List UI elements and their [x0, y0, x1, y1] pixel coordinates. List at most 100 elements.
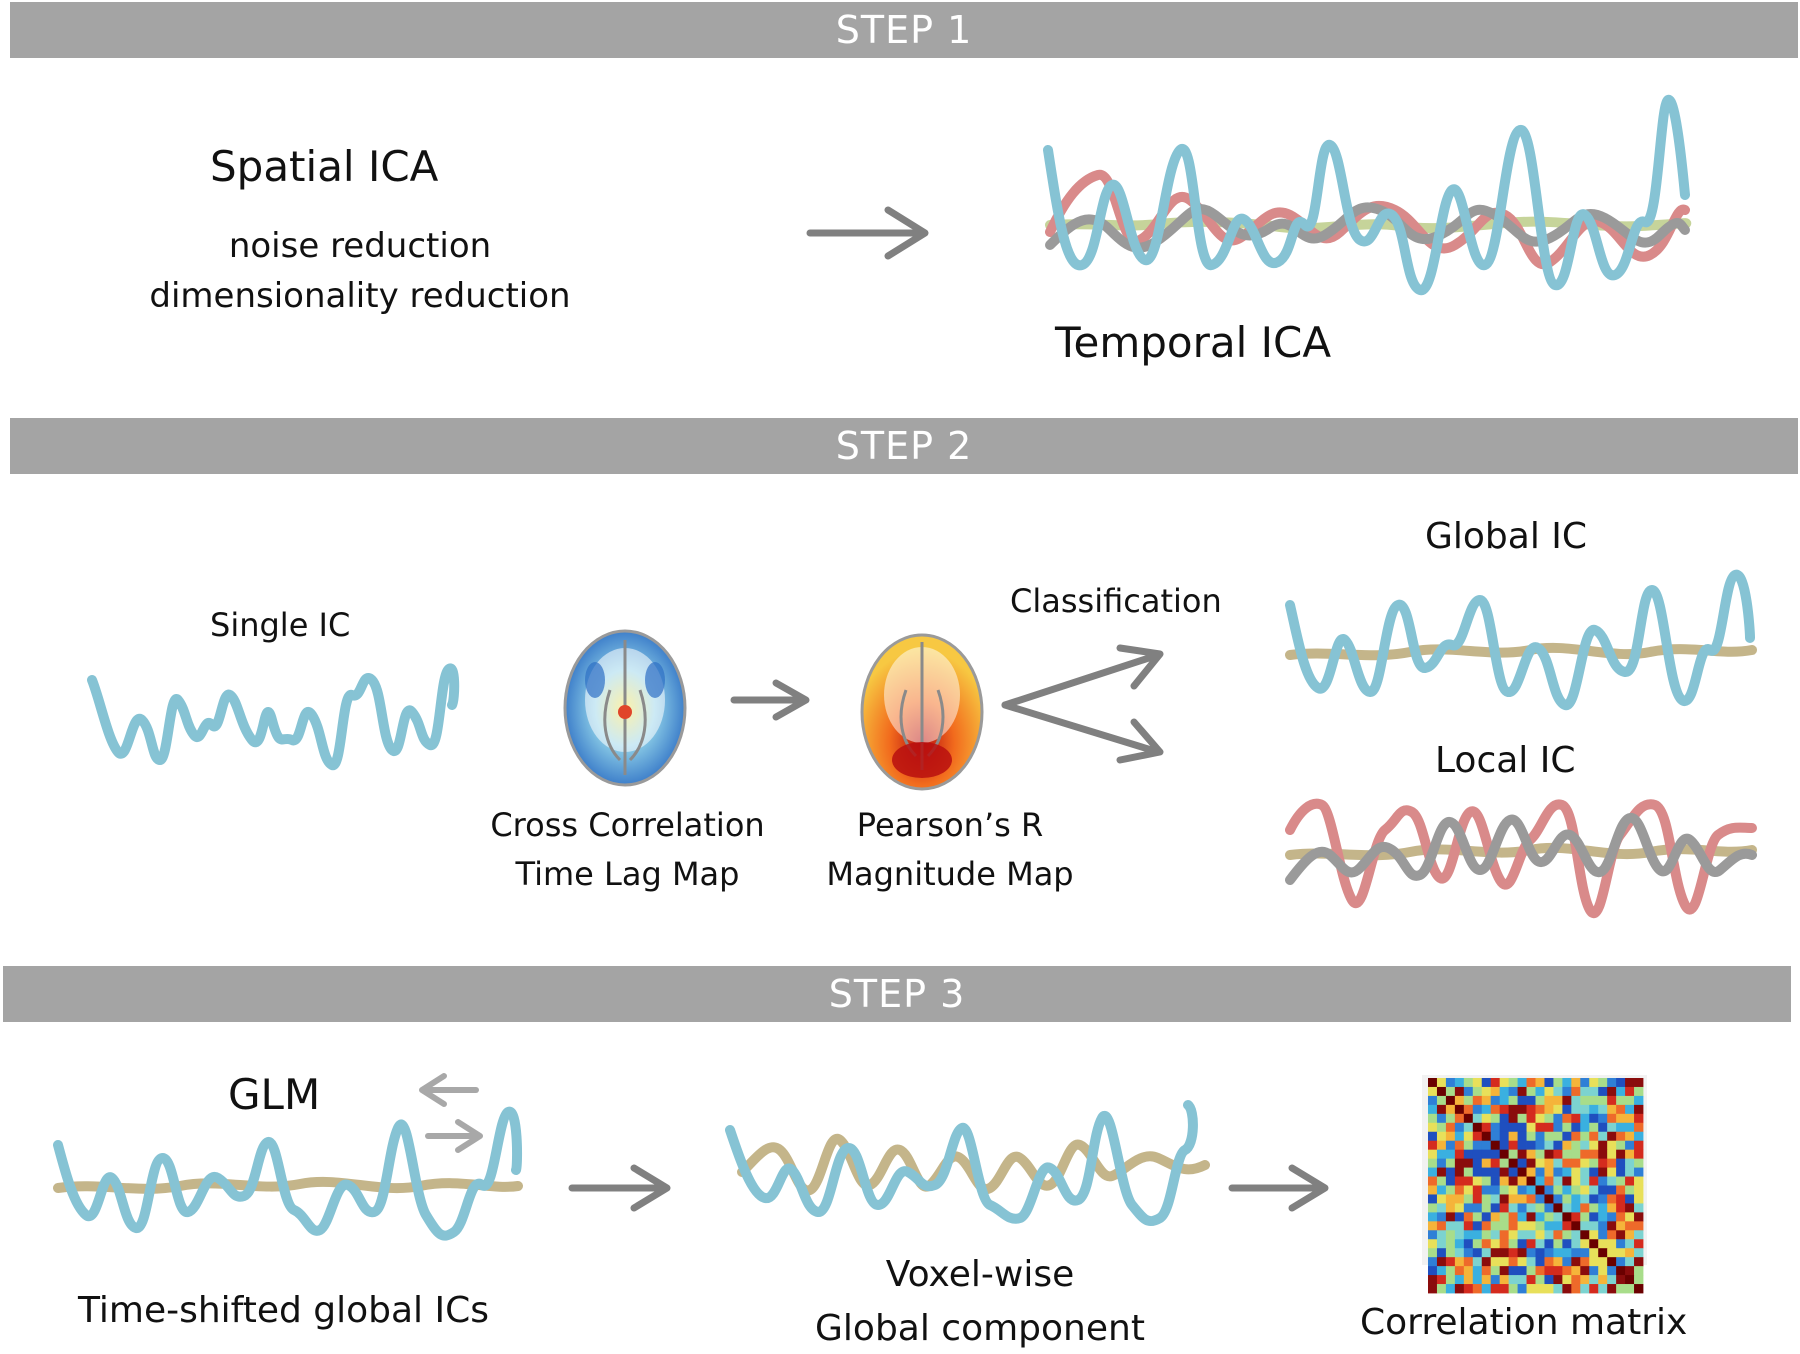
matrix-cell	[1625, 1086, 1635, 1097]
matrix-cell	[1499, 1095, 1510, 1106]
glm-trace-blue	[53, 1107, 523, 1241]
matrix-cell	[1535, 1266, 1545, 1276]
matrix-cell	[1428, 1122, 1438, 1133]
matrix-cell	[1472, 1131, 1483, 1142]
matrix-cell	[1544, 1131, 1554, 1142]
matrix-cell	[1499, 1266, 1510, 1276]
matrix-cell	[1616, 1113, 1626, 1124]
matrix-cell	[1544, 1158, 1554, 1168]
temporal-ica-title: Temporal ICA	[1055, 318, 1332, 367]
matrix-cell	[1436, 1167, 1447, 1177]
matrix-cell	[1428, 1284, 1438, 1294]
matrix-cell	[1616, 1131, 1626, 1142]
step1-banner: STEP 1	[10, 2, 1798, 58]
matrix-cell	[1526, 1194, 1536, 1204]
matrix-cell	[1571, 1203, 1581, 1213]
matrix-cell	[1580, 1266, 1590, 1276]
matrix-cell	[1526, 1167, 1536, 1177]
matrix-cell	[1553, 1086, 1563, 1097]
matrix-cell	[1454, 1266, 1465, 1276]
matrix-cell	[1607, 1221, 1617, 1231]
matrix-cell	[1481, 1221, 1492, 1231]
matrix-cell	[1589, 1194, 1599, 1204]
magnitude-brain-map	[860, 633, 984, 791]
matrix-cell	[1616, 1221, 1626, 1231]
matrix-cell	[1553, 1266, 1563, 1276]
matrix-cell	[1472, 1212, 1483, 1222]
matrix-cell	[1490, 1275, 1501, 1285]
matrix-cell	[1544, 1122, 1554, 1133]
arrow-shift-right-icon	[425, 1119, 483, 1153]
matrix-cell	[1571, 1257, 1581, 1267]
matrix-cell	[1428, 1104, 1438, 1115]
matrix-cell	[1625, 1257, 1635, 1267]
matrix-cell	[1589, 1122, 1599, 1133]
matrix-cell	[1625, 1176, 1635, 1186]
matrix-cell	[1499, 1122, 1510, 1133]
matrix-cell	[1535, 1176, 1545, 1186]
magnitude-map-label: Magnitude Map	[826, 855, 1074, 893]
matrix-cell	[1508, 1149, 1518, 1160]
matrix-cell	[1553, 1078, 1563, 1088]
matrix-cell	[1598, 1266, 1608, 1276]
matrix-cell	[1508, 1078, 1518, 1088]
matrix-cell	[1508, 1221, 1518, 1231]
matrix-cell	[1589, 1257, 1599, 1267]
matrix-cell	[1625, 1221, 1635, 1231]
matrix-cell	[1517, 1266, 1527, 1276]
matrix-cell	[1562, 1122, 1572, 1133]
matrix-cell	[1499, 1239, 1510, 1249]
matrix-cell	[1454, 1203, 1465, 1213]
matrix-cell	[1454, 1149, 1465, 1160]
matrix-cell	[1463, 1131, 1474, 1142]
matrix-cell	[1454, 1221, 1465, 1231]
matrix-cell	[1481, 1140, 1492, 1151]
matrix-cell	[1625, 1239, 1635, 1249]
matrix-cell	[1508, 1230, 1518, 1240]
matrix-cell	[1526, 1095, 1536, 1106]
matrix-cell	[1607, 1113, 1617, 1124]
matrix-cell	[1472, 1257, 1483, 1267]
matrix-cell	[1598, 1284, 1608, 1294]
matrix-cell	[1454, 1230, 1465, 1240]
matrix-cell	[1428, 1086, 1438, 1097]
matrix-cell	[1616, 1212, 1626, 1222]
matrix-cell	[1553, 1104, 1563, 1115]
matrix-cell	[1508, 1131, 1518, 1142]
matrix-cell	[1571, 1248, 1581, 1258]
matrix-cell	[1499, 1248, 1510, 1258]
matrix-cell	[1526, 1284, 1536, 1294]
matrix-cell	[1499, 1131, 1510, 1142]
matrix-cell	[1580, 1122, 1590, 1133]
matrix-cell	[1616, 1275, 1626, 1285]
matrix-cell	[1436, 1131, 1447, 1142]
matrix-cell	[1571, 1149, 1581, 1160]
matrix-cell	[1562, 1266, 1572, 1276]
matrix-cell	[1428, 1167, 1438, 1177]
matrix-cell	[1535, 1230, 1545, 1240]
matrix-cell	[1526, 1239, 1536, 1249]
matrix-cell	[1634, 1122, 1644, 1133]
matrix-cell	[1535, 1149, 1545, 1160]
matrix-cell	[1463, 1176, 1474, 1186]
matrix-cell	[1445, 1203, 1456, 1213]
matrix-cell	[1463, 1185, 1474, 1195]
matrix-cell	[1562, 1078, 1572, 1088]
matrix-cell	[1454, 1095, 1465, 1106]
matrix-cell	[1454, 1122, 1465, 1133]
matrix-cell	[1445, 1257, 1456, 1267]
matrix-cell	[1499, 1203, 1510, 1213]
matrix-cell	[1499, 1113, 1510, 1124]
matrix-cell	[1589, 1167, 1599, 1177]
matrix-cell	[1499, 1284, 1510, 1294]
matrix-cell	[1508, 1095, 1518, 1106]
matrix-cell	[1553, 1149, 1563, 1160]
matrix-cell	[1517, 1104, 1527, 1115]
matrix-cell	[1490, 1239, 1501, 1249]
matrix-cell	[1571, 1131, 1581, 1142]
matrix-cell	[1535, 1212, 1545, 1222]
matrix-cell	[1517, 1149, 1527, 1160]
matrix-cell	[1562, 1239, 1572, 1249]
matrix-cell	[1553, 1203, 1563, 1213]
matrix-cell	[1526, 1140, 1536, 1151]
